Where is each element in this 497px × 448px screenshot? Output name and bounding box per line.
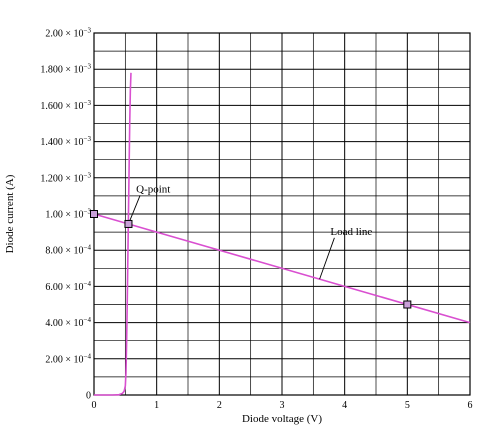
y-tick-exponent: −3 bbox=[84, 99, 92, 107]
y-tick-mantissa: 4.00 × 10 bbox=[45, 318, 83, 329]
y-tick-label: 4.00 × 10−4 bbox=[45, 316, 91, 329]
y-tick-exponent: −3 bbox=[84, 63, 92, 71]
point-marker bbox=[124, 219, 133, 228]
y-tick-exponent: −3 bbox=[84, 208, 92, 216]
y-tick-mantissa: 2.00 × 10 bbox=[45, 354, 83, 365]
y-tick-label: 1.600 × 10−3 bbox=[40, 99, 91, 112]
y-tick-label: 1.400 × 10−3 bbox=[40, 135, 91, 148]
y-tick-mantissa: 1.600 × 10 bbox=[40, 101, 83, 112]
annotation-leader bbox=[319, 237, 335, 280]
x-tick-label: 1 bbox=[154, 400, 159, 411]
y-tick-exponent: −4 bbox=[84, 352, 92, 360]
annotation-label: Load line bbox=[330, 226, 372, 238]
y-tick-label: 2.00 × 10−4 bbox=[45, 352, 91, 365]
y-tick-label: 1.00 × 10−3 bbox=[45, 208, 91, 221]
y-tick-exponent: −3 bbox=[84, 135, 92, 143]
y-tick-label: 2.00 × 10−3 bbox=[45, 27, 91, 40]
y-tick-mantissa: 1.800 × 10 bbox=[40, 65, 83, 76]
y-tick-mantissa: 0 bbox=[86, 391, 91, 402]
y-tick-label: 6.00 × 10−4 bbox=[45, 280, 91, 293]
x-axis-label: Diode voltage (V) bbox=[242, 413, 322, 425]
x-tick-label: 6 bbox=[468, 400, 473, 411]
x-tick-label: 3 bbox=[280, 400, 285, 411]
annotation-leader bbox=[128, 195, 141, 225]
x-tick-label: 4 bbox=[342, 400, 347, 411]
y-tick-mantissa: 1.400 × 10 bbox=[40, 137, 83, 148]
y-tick-exponent: −4 bbox=[84, 280, 92, 288]
y-tick-mantissa: 1.200 × 10 bbox=[40, 173, 83, 184]
y-tick-label: 0 bbox=[86, 391, 91, 402]
x-tick-label: 5 bbox=[405, 400, 410, 411]
y-tick-mantissa: 2.00 × 10 bbox=[45, 29, 83, 40]
y-axis-label: Diode current (A) bbox=[4, 174, 16, 253]
diode-curve bbox=[94, 72, 132, 396]
y-tick-exponent: −3 bbox=[84, 171, 92, 179]
y-tick-mantissa: 8.00 × 10 bbox=[45, 246, 83, 257]
y-tick-label: 8.00 × 10−4 bbox=[45, 244, 91, 257]
y-tick-exponent: −4 bbox=[84, 316, 92, 324]
x-tick-label: 2 bbox=[217, 400, 222, 411]
annotation-label: Q-point bbox=[136, 183, 170, 195]
y-tick-label: 1.200 × 10−3 bbox=[40, 171, 91, 184]
y-tick-mantissa: 6.00 × 10 bbox=[45, 282, 83, 293]
grid bbox=[93, 32, 471, 396]
point-marker bbox=[90, 210, 98, 218]
y-tick-exponent: −4 bbox=[84, 244, 92, 252]
x-tick-label: 0 bbox=[92, 400, 97, 411]
y-tick-exponent: −3 bbox=[84, 27, 92, 35]
point-marker bbox=[403, 300, 412, 309]
y-tick-mantissa: 1.00 × 10 bbox=[45, 210, 83, 221]
y-tick-label: 1.800 × 10−3 bbox=[40, 63, 91, 76]
